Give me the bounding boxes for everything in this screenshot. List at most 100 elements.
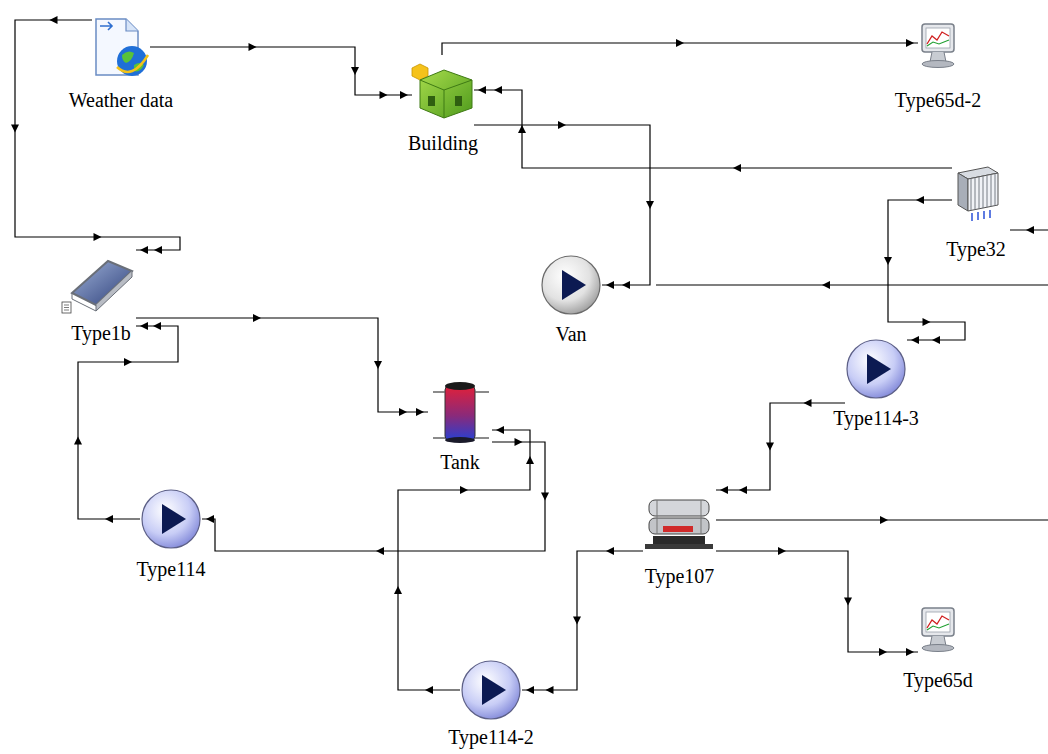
connector — [398, 430, 530, 690]
arrowhead — [720, 486, 728, 494]
flow-arrow — [526, 456, 534, 464]
component-block: Tank — [428, 378, 492, 446]
pump-icon — [460, 659, 522, 721]
chiller-icon — [643, 496, 716, 551]
arrowhead — [906, 39, 914, 47]
flow-arrow — [399, 408, 407, 416]
flow-arrow — [154, 246, 162, 254]
flow-arrow — [425, 686, 433, 694]
flow-arrow — [351, 67, 359, 75]
arrowhead — [206, 515, 214, 523]
flow-arrow — [394, 586, 402, 594]
flow-arrow — [515, 438, 523, 446]
component-label: Van — [555, 323, 586, 345]
arrowhead — [880, 516, 888, 524]
flow-arrow — [923, 318, 931, 326]
flow-arrow — [766, 443, 774, 451]
flow-arrow — [105, 515, 113, 523]
flow-arrow — [884, 257, 892, 265]
building-icon — [412, 58, 474, 120]
flow-arrow — [124, 358, 132, 366]
flow-arrow — [541, 493, 549, 501]
component-block: Type114 — [140, 488, 202, 550]
flow-arrow — [733, 164, 741, 172]
flow-arrow — [739, 486, 747, 494]
component-block: Type114-3 — [845, 338, 907, 400]
component-block: Weather data — [92, 15, 150, 78]
flow-arrow — [879, 648, 887, 656]
component-label: Type107 — [645, 565, 715, 587]
component-block: Type65d-2 — [918, 22, 958, 70]
component-block: Type114-2 — [460, 659, 522, 721]
flow-arrow — [376, 547, 384, 555]
connector — [150, 47, 412, 95]
flow-arrow — [94, 233, 102, 241]
arrowhead — [140, 322, 148, 330]
component-label: Building — [408, 132, 478, 154]
arrowhead — [911, 336, 919, 344]
flow-arrow — [494, 86, 502, 94]
flow-arrow — [546, 686, 554, 694]
arrowhead — [140, 246, 148, 254]
flow-arrow — [74, 437, 82, 445]
flow-arrow — [573, 617, 581, 625]
arrowhead — [906, 648, 914, 656]
flow-arrow — [646, 201, 654, 209]
component-label: Type65d-2 — [895, 89, 981, 111]
component-label: Tank — [440, 451, 480, 473]
component-label: Type114-2 — [448, 726, 534, 748]
flow-arrow — [153, 322, 161, 330]
arrowhead — [822, 281, 830, 289]
coil-icon — [952, 165, 1000, 222]
flow-arrow — [460, 486, 468, 494]
doc-icon — [92, 17, 150, 79]
flow-arrow — [50, 16, 58, 24]
component-block: Type1b — [66, 245, 136, 333]
connector — [716, 551, 918, 652]
arrowhead — [478, 86, 486, 94]
arrowhead — [526, 686, 534, 694]
component-block: Van — [540, 254, 602, 316]
connector — [15, 20, 180, 250]
connector — [78, 326, 178, 519]
arrowhead — [1026, 226, 1034, 234]
component-block: Type107 — [643, 488, 716, 552]
flow-arrow — [622, 281, 630, 289]
flow-arrow — [558, 121, 566, 129]
arrowhead — [496, 426, 504, 434]
external-wires — [656, 226, 1048, 524]
flow-arrow — [844, 598, 852, 606]
component-label: Type65d — [903, 669, 973, 691]
flow-arrow — [11, 125, 19, 133]
flow-arrow — [676, 39, 684, 47]
solar-icon — [60, 257, 132, 317]
pump-icon — [140, 488, 202, 550]
arrowhead — [416, 408, 424, 416]
flow-arrow — [380, 91, 388, 99]
connector — [202, 442, 545, 551]
component-label: Type114 — [137, 558, 206, 580]
flow-arrow — [916, 196, 924, 204]
component-label: Type1b — [71, 322, 131, 344]
tank-icon — [431, 380, 489, 444]
monitor-icon — [918, 606, 958, 654]
connector — [522, 551, 643, 690]
connector — [474, 90, 952, 168]
component-block: Type65d — [918, 600, 958, 660]
connector — [136, 318, 428, 412]
flow-arrow — [804, 399, 812, 407]
arrowhead — [606, 281, 614, 289]
flow-arrow — [249, 43, 257, 51]
fan-icon — [540, 254, 602, 316]
monitor-icon — [918, 22, 958, 70]
connector — [888, 200, 965, 340]
wire — [656, 284, 1048, 285]
component-block: Building — [412, 55, 474, 130]
flow-arrow — [932, 336, 940, 344]
component-label: Weather data — [69, 89, 173, 111]
connector — [716, 403, 845, 490]
pump-icon — [845, 338, 907, 400]
flow-arrow — [253, 314, 261, 322]
flow-arrow — [374, 361, 382, 369]
component-label: Type114-3 — [833, 407, 919, 429]
